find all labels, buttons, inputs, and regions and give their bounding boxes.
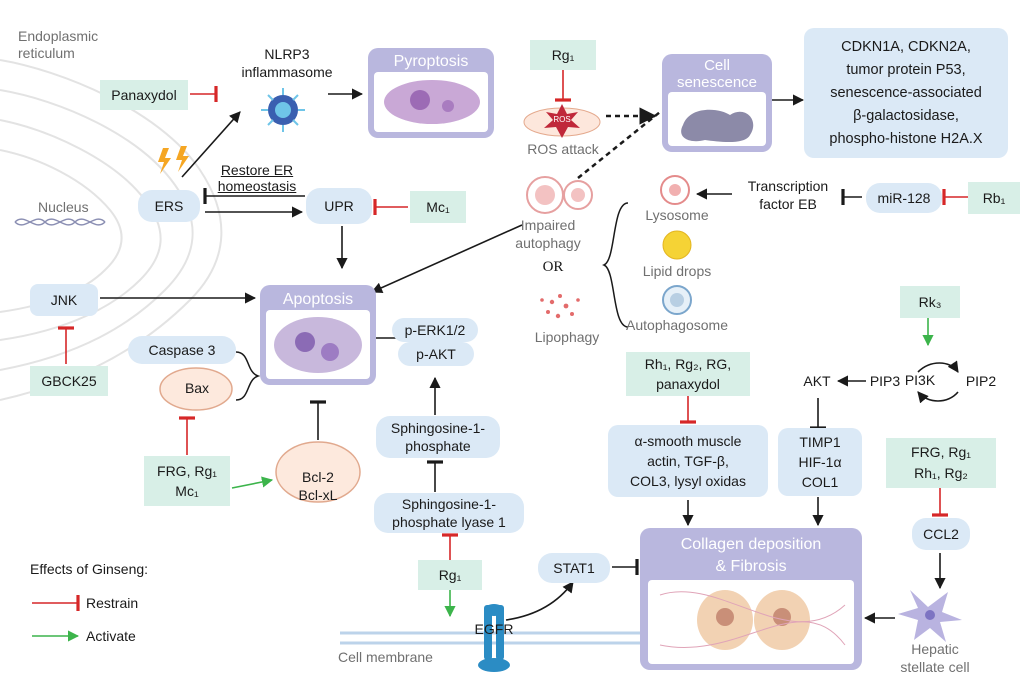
options-brace: [602, 202, 629, 328]
nlrp3-label: NLRP3 inflammasome: [241, 46, 333, 80]
autophagosome-label: Autophagosome: [626, 317, 728, 333]
senescence-markers-node: CDKN1A, CDKN2A, tumor protein P53, senes…: [804, 28, 1008, 158]
perk-node: p-ERK1/2: [392, 318, 478, 342]
apoptosis-panel: Apoptosis: [260, 285, 376, 385]
rg1-egfr-box: Rg₁: [418, 560, 482, 590]
upr-node: UPR: [306, 188, 372, 224]
frg-group-box: FRG, Rg₁ Rh₁, Rg₂: [886, 438, 996, 488]
impaired-autophagy-label: Impaired autophagy: [515, 217, 581, 251]
bcl-mitochondrion-icon: [275, 441, 361, 503]
cell-membrane-label: Cell membrane: [338, 649, 433, 665]
ros-mitochondrion-icon: [523, 104, 601, 138]
s1p-node: Sphingosine-1- phosphate: [376, 416, 500, 458]
panaxydol-box: Panaxydol: [100, 80, 188, 110]
lightning-icon: [158, 146, 189, 174]
legend-title: Effects of Ginseng:: [30, 561, 149, 577]
cell-senescence-panel: Cell senescence: [662, 54, 772, 152]
bax-mitochondrion-icon: [159, 367, 233, 411]
pip2-label: PIP2: [965, 373, 997, 389]
mc1-upr-box: Mc₁: [410, 191, 466, 223]
bcl-label: Bcl-2 Bcl-xL: [298, 469, 338, 503]
fibro-markers-1-node: α-smooth muscle actin, TGF-β, COL3, lysy…: [608, 425, 768, 497]
s1pl-node: Sphingosine-1- phosphate lyase 1: [374, 493, 524, 533]
rb1-box: Rb₁: [968, 182, 1020, 214]
pyroptosis-panel: Pyroptosis: [368, 48, 494, 138]
hepatic-stellate-cell-icon: [898, 590, 962, 642]
ros-attack-label: ROS attack: [527, 141, 599, 157]
apoptosis-title: Apoptosis: [282, 291, 354, 308]
bax-label: Bax: [184, 380, 210, 396]
egfr-receptor-icon: [478, 604, 510, 672]
egfr-label: EGFR: [474, 621, 514, 637]
ros-badge-label: ROS: [553, 115, 571, 124]
mir128-node: miR-128: [866, 183, 942, 213]
restore-er-label: Restore ER homeostasis: [217, 162, 297, 194]
stat1-node: STAT1: [538, 553, 610, 583]
lipophagy-label: Lipophagy: [534, 329, 600, 345]
rg1-ros-box: Rg₁: [530, 40, 596, 70]
jnk-node: JNK: [30, 284, 98, 316]
impaired-autophagy-icon: [526, 176, 593, 214]
rh1-group-box: Rh₁, Rg₂, RG, panaxydol: [626, 352, 750, 396]
legend-activate-label: Activate: [86, 628, 136, 644]
lipid-drop-icon: [662, 230, 692, 260]
pyroptosis-title: Pyroptosis: [393, 53, 469, 70]
caspase-brace: [235, 351, 261, 401]
hsc-label: Hepatic stellate cell: [900, 641, 970, 675]
gbck25-box: GBCK25: [30, 366, 108, 396]
collagen-panel: Collagen deposition & Fibrosis: [640, 528, 862, 670]
fibro-markers-2-node: TIMP1 HIF-1α COL1: [778, 428, 862, 496]
ccl2-node: CCL2: [912, 518, 970, 550]
cell-senescence-title: Cell senescence: [676, 57, 758, 91]
legend-restrain-label: Restrain: [86, 595, 139, 611]
collagen-title: Collagen deposition & Fibrosis: [680, 536, 822, 575]
er-label: Endoplasmic reticulum: [18, 28, 99, 61]
pakt-node: p-AKT: [398, 342, 474, 366]
frg-rg1-mc1-box: FRG, Rg₁ Mc₁: [144, 456, 230, 506]
nucleus-label: Nucleus: [38, 199, 89, 215]
caspase3-node: Caspase 3: [128, 336, 236, 364]
inflammasome-icon: [261, 88, 305, 132]
pi3k-label: PI3K: [904, 372, 936, 388]
akt-label: AKT: [803, 373, 831, 389]
lysosome-label: Lysosome: [645, 207, 709, 223]
pip3-label: PIP3: [869, 373, 901, 389]
lipid-drops-label: Lipid drops: [642, 263, 712, 279]
tfeb-label: Transcription factor EB: [747, 178, 829, 212]
lipophagy-icon: [540, 294, 580, 319]
or-label: OR: [542, 259, 564, 275]
rk3-box: Rk₃: [900, 286, 960, 318]
ers-node: ERS: [138, 190, 200, 222]
dna-icon: [14, 218, 106, 226]
